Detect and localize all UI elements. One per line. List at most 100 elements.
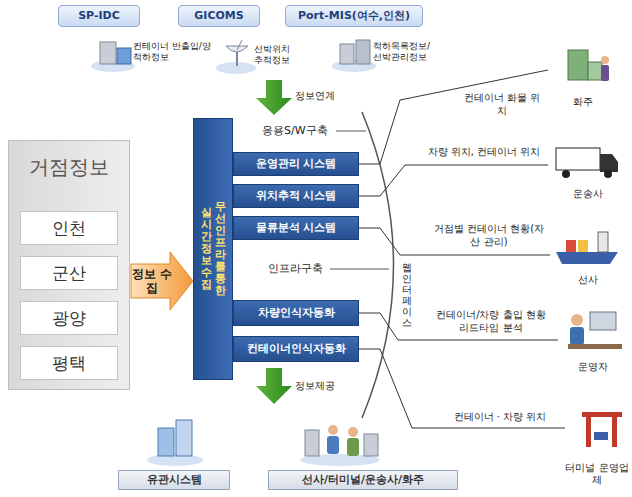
actor: 운영자 bbox=[558, 305, 628, 373]
system-box: 차량인식자동화 bbox=[233, 300, 359, 326]
server-body bbox=[305, 430, 319, 456]
connector-label: 거점별 컨테이너 현황(자산 관리) bbox=[430, 223, 548, 248]
person-body bbox=[327, 436, 339, 454]
server-body bbox=[340, 44, 354, 64]
hull bbox=[556, 252, 618, 264]
wheel bbox=[604, 170, 612, 178]
person-body bbox=[601, 65, 609, 81]
ship-icon bbox=[556, 232, 618, 264]
down-arrow bbox=[256, 80, 292, 115]
connector-label: 컨테이너 화물 위치 bbox=[462, 92, 542, 117]
person-head bbox=[328, 425, 338, 435]
node-text: 인천 bbox=[52, 218, 86, 238]
section-label: 응용S/W구축 bbox=[262, 124, 338, 137]
system-box: 위치추적 시스템 bbox=[233, 184, 359, 208]
desk bbox=[568, 344, 622, 349]
connector-line bbox=[359, 70, 548, 164]
block-arrow-shape bbox=[131, 252, 193, 310]
monitor bbox=[590, 312, 616, 330]
server-body bbox=[364, 434, 378, 456]
shipper-icon bbox=[568, 50, 609, 81]
actor: 터미널 운영업체 bbox=[565, 404, 629, 486]
icon-base bbox=[147, 454, 203, 466]
vertical-title: 실시간 정보 수집 bbox=[201, 207, 212, 292]
system-box: 물류분석 시스템 bbox=[233, 216, 359, 240]
server-body bbox=[100, 42, 116, 64]
node-text: 운송사 bbox=[573, 188, 603, 200]
node-text: 평택 bbox=[52, 353, 86, 373]
truck-body bbox=[556, 148, 600, 170]
leader-line bbox=[330, 269, 389, 270]
node-text: 선사 bbox=[578, 274, 598, 286]
flow-label: 정보제공 bbox=[295, 380, 355, 392]
users-icon bbox=[300, 425, 380, 466]
node-text: Port-MIS(여수,인천) bbox=[298, 9, 410, 22]
container bbox=[594, 432, 608, 440]
node-text: 선사/터미널/운송사/화주 bbox=[302, 473, 424, 486]
connector-label: 컨테이너 · 차량 위치 bbox=[440, 411, 560, 424]
truck-cab bbox=[600, 154, 618, 172]
source-system-box: Port-MIS(여수,인천) bbox=[285, 5, 423, 27]
person-head bbox=[571, 314, 583, 326]
source-info-label: 컨테이너 반출입/양적하정보 bbox=[133, 41, 217, 63]
flow-label: 정보연계 bbox=[295, 90, 355, 102]
node-text: 물류분석 시스템 bbox=[256, 221, 337, 234]
connector-line bbox=[359, 165, 548, 196]
related-system-icon bbox=[147, 420, 203, 466]
source-system-box: GICOMS bbox=[178, 5, 260, 27]
collection-bar: 무선 인프라를 통한실시간 정보 수집 bbox=[193, 118, 233, 380]
person-head bbox=[348, 427, 358, 437]
container bbox=[578, 240, 588, 252]
wheel bbox=[562, 170, 570, 178]
node-text: 운영자 bbox=[578, 361, 608, 373]
system-box: 운영관리 시스템 bbox=[233, 152, 359, 176]
server-body bbox=[158, 428, 174, 456]
person-body bbox=[347, 438, 359, 456]
satellite-icon bbox=[216, 40, 256, 74]
person-body bbox=[570, 327, 584, 345]
truck-icon bbox=[556, 148, 618, 178]
container-box bbox=[117, 48, 131, 64]
node-text: 정보 수집 bbox=[131, 267, 173, 296]
down-arrow bbox=[256, 368, 292, 404]
site-box: 군산 bbox=[20, 256, 118, 290]
output-box: 선사/터미널/운송사/화주 bbox=[268, 470, 458, 490]
bridge bbox=[598, 232, 608, 252]
server-body bbox=[356, 40, 370, 64]
connector-label: 컨테이너/차량 출입 현황 리드타임 분석 bbox=[430, 309, 552, 334]
node-text: 위치추적 시스템 bbox=[256, 189, 337, 202]
operator-icon bbox=[568, 312, 622, 349]
person-head bbox=[601, 56, 609, 64]
section-label: 인프라구축 bbox=[268, 262, 332, 275]
node-text: 유관시스템 bbox=[147, 473, 202, 486]
container-server-icon bbox=[91, 42, 135, 72]
crane-leg bbox=[612, 417, 617, 447]
system-box: 컨테이너인식자동화 bbox=[233, 336, 359, 362]
container bbox=[566, 240, 576, 252]
database-server-icon bbox=[332, 40, 376, 72]
node-text: 화주 bbox=[573, 96, 593, 108]
node-text: 컨테이너인식자동화 bbox=[247, 342, 346, 355]
warehouse bbox=[588, 62, 602, 80]
block-arrow: 정보 수집 bbox=[131, 252, 193, 310]
connector-line bbox=[359, 349, 565, 428]
interface-curve bbox=[362, 112, 394, 418]
connector-label: 차량 위치, 컨테이너 위치 bbox=[420, 146, 548, 159]
server-body bbox=[176, 420, 192, 456]
crane-beam bbox=[582, 412, 622, 417]
leader-line bbox=[336, 131, 366, 132]
actor: 선사 bbox=[550, 222, 626, 286]
interface-label: 웹 인터페이스 bbox=[402, 262, 412, 328]
node-text: SP-IDC bbox=[78, 9, 120, 22]
source-info-label: 적하목록정보/ 선박관리정보 bbox=[373, 41, 437, 63]
node-text: 군산 bbox=[52, 263, 86, 283]
node-text: GICOMS bbox=[194, 9, 243, 22]
node-text: 거점정보 bbox=[29, 155, 109, 179]
source-info-label: 선박위치 추적정보 bbox=[254, 44, 300, 66]
terminal-crane-icon bbox=[582, 412, 622, 447]
vertical-title: 무선 인프라를 통한 bbox=[215, 201, 226, 298]
node-text: 차량인식자동화 bbox=[258, 306, 335, 319]
site-box: 평택 bbox=[20, 346, 118, 380]
actor: 화주 bbox=[548, 36, 618, 108]
node-text: 운영관리 시스템 bbox=[256, 157, 337, 170]
